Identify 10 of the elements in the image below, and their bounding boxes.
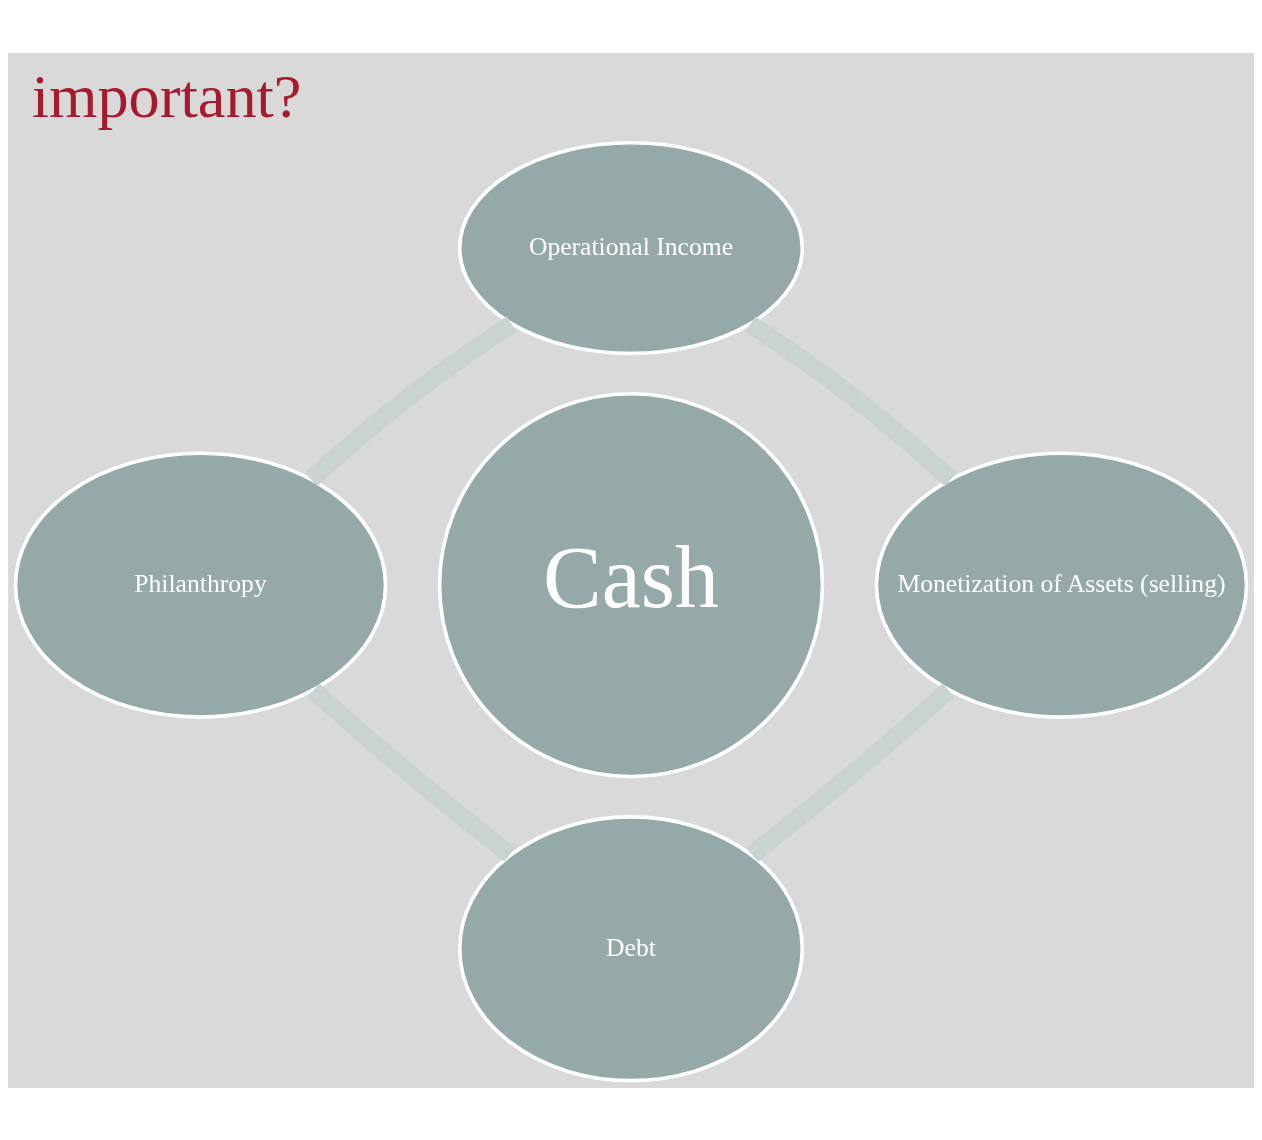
node-ellipse: Operational Income: [457, 140, 805, 355]
diagram-title: important?: [31, 61, 302, 130]
node-ellipse: Monetization of Assets (selling): [874, 450, 1249, 719]
node-ellipse: Debt: [457, 814, 805, 1082]
connector: [304, 315, 517, 486]
node-circle: Cash: [437, 391, 825, 778]
node-ellipse: Philanthropy: [13, 450, 388, 719]
connector: [745, 315, 958, 486]
connector: [746, 682, 955, 862]
connector: [307, 682, 516, 862]
